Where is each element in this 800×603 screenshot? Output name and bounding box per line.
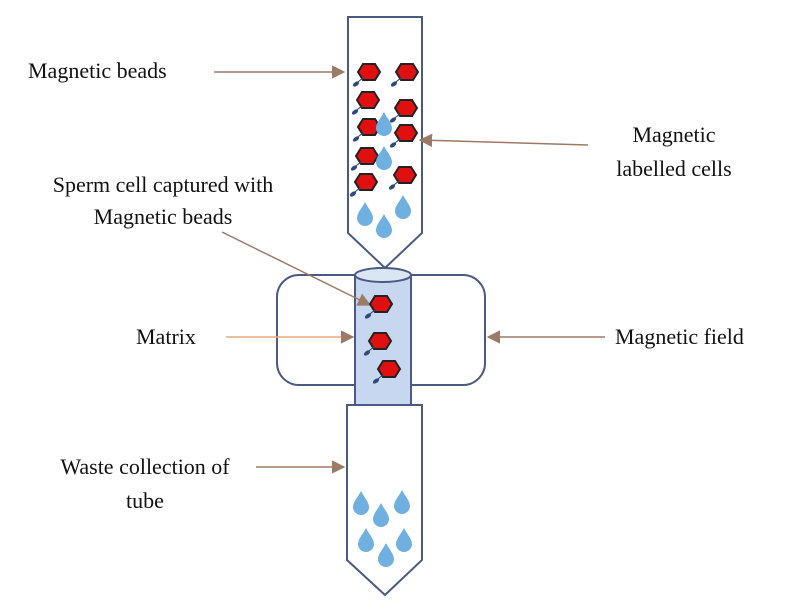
magnetic-bead-icon [363, 332, 393, 356]
water-droplet-icon [376, 146, 392, 170]
sperm-cell-icon [372, 378, 380, 384]
magnetic-bead-icon [388, 166, 418, 190]
sperm-cell-icon [351, 109, 359, 115]
label-magnetic-labelled-cells-line1: Magnetic [632, 122, 716, 147]
magnetic-bead-icon [389, 99, 419, 123]
water-droplet-icon [353, 491, 369, 515]
label-magnetic-labelled-cells-line2: labelled cells [616, 156, 732, 181]
label-magnetic-labelled-cells: Magnetic labelled cells [604, 122, 744, 182]
magnetic-bead-icon [351, 91, 381, 115]
label-waste-collection-line2: tube [126, 488, 164, 513]
drops-layer [353, 112, 412, 567]
water-droplet-icon [357, 202, 373, 226]
sperm-cell-icon [352, 81, 360, 87]
label-sperm-captured: Sperm cell captured with Magnetic beads [18, 172, 308, 230]
label-magnetic-beads: Magnetic beads [28, 58, 167, 83]
label-matrix: Matrix [136, 324, 196, 349]
magnetic-bead-icon [349, 173, 379, 197]
sperm-cell-icon [388, 184, 396, 190]
magnetic-bead-icon [352, 63, 382, 87]
arrow-sperm-captured [221, 231, 372, 306]
sperm-cell-icon [349, 191, 357, 197]
sperm-cell-icon [364, 313, 372, 319]
water-droplet-icon [376, 112, 392, 136]
sperm-cell-icon [390, 81, 398, 87]
label-waste-collection: Waste collection of tube [30, 454, 260, 514]
label-sperm-captured-line2: Magnetic beads [93, 204, 233, 229]
water-droplet-icon [376, 214, 392, 238]
label-sperm-captured-line1: Sperm cell captured with [52, 172, 274, 197]
magnetic-bead-icon [389, 124, 419, 148]
sperm-cell-icon [352, 136, 360, 142]
water-droplet-icon [378, 543, 394, 567]
water-droplet-icon [373, 503, 389, 527]
magnetic-bead-icon [364, 295, 394, 319]
beads-layer [349, 63, 420, 384]
arrow-labelled-cells [418, 133, 589, 148]
water-droplet-icon [394, 490, 410, 514]
magnetic-bead-icon [372, 360, 402, 384]
water-droplet-icon [396, 528, 412, 552]
label-magnetic-field: Magnetic field [615, 324, 744, 349]
sperm-cell-icon [363, 350, 371, 356]
sperm-cell-icon [389, 142, 397, 148]
water-droplet-icon [395, 195, 411, 219]
magnetic-bead-icon [390, 63, 420, 87]
water-droplet-icon [358, 528, 374, 552]
sperm-cell-icon [350, 165, 358, 171]
label-waste-collection-line1: Waste collection of [60, 454, 230, 479]
sperm-cell-icon [389, 117, 397, 123]
